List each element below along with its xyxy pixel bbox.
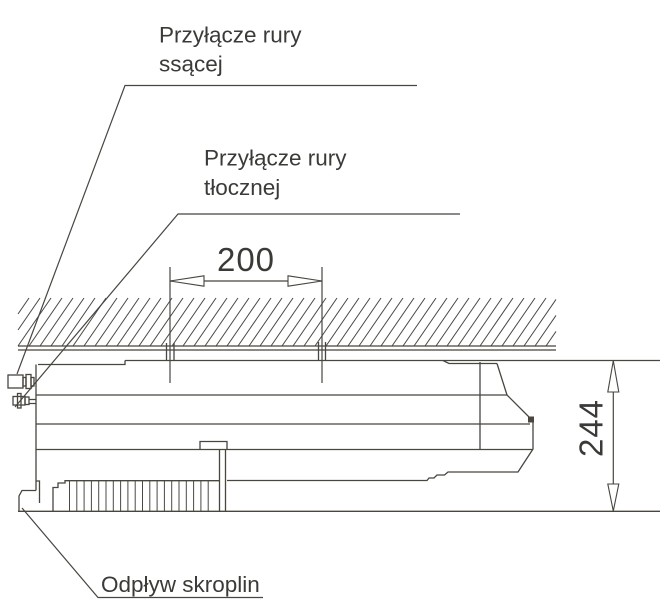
dimension-200: 200 <box>169 241 323 287</box>
decor-line <box>105 297 140 347</box>
suction-valve-body <box>7 374 24 389</box>
decor-line <box>435 297 470 347</box>
decor-line <box>259 297 294 347</box>
labels: Przyłącze rury ssącej Przyłącze rury tło… <box>101 23 347 598</box>
decor-line <box>545 331 557 347</box>
decor-line <box>292 297 327 347</box>
discharge-label-line2: tłocznej <box>204 175 280 200</box>
condensate-spout <box>18 489 36 511</box>
suction-label-line1: Przyłącze rury <box>159 23 302 48</box>
decor-line <box>116 297 151 347</box>
dimension-244-arrow-bottom <box>607 483 620 512</box>
dimension-244-value: 244 <box>573 399 610 457</box>
decor-line <box>446 297 481 347</box>
decor-line <box>402 297 437 347</box>
decor-line <box>127 297 162 347</box>
decor-line <box>512 297 547 347</box>
decor-line <box>138 297 173 347</box>
decor-line <box>270 297 305 347</box>
dimension-244-arrow-top <box>607 360 620 393</box>
ceiling-hatch <box>17 297 557 347</box>
decor-line <box>413 297 448 347</box>
unit-right-contour <box>227 363 534 482</box>
condensate-leader <box>21 507 263 599</box>
decor-line <box>39 297 74 347</box>
dimension-200-arrow-right <box>287 275 323 287</box>
panel-bump <box>199 440 228 450</box>
condensate-label: Odpływ skroplin <box>101 572 260 597</box>
unit-top-step <box>442 359 497 365</box>
air-grille <box>52 450 227 511</box>
unit-top-left-edge <box>38 360 126 366</box>
decor-line <box>182 297 217 347</box>
decor-line <box>17 297 30 315</box>
grille-slats <box>69 480 209 511</box>
discharge-label-line1: Przyłącze rury <box>204 146 347 171</box>
decor-line <box>391 297 426 347</box>
decor-line <box>358 297 393 347</box>
decor-line <box>424 297 459 347</box>
decor-line <box>457 297 492 347</box>
decor-line <box>193 297 228 347</box>
grille-frame <box>52 480 220 511</box>
decor-line <box>490 297 525 347</box>
decor-line <box>534 315 557 347</box>
suction-leader <box>16 84 417 375</box>
pipe-lines <box>165 267 327 383</box>
suction-label-line2: ssącej <box>159 52 223 77</box>
decor-line <box>83 297 118 347</box>
decor-line <box>149 297 184 347</box>
dimension-200-value: 200 <box>217 241 275 278</box>
decor-line <box>204 297 239 347</box>
unit-outline <box>18 359 660 512</box>
decor-line <box>523 299 557 347</box>
discharge-stub <box>29 398 36 405</box>
suction-pipe-fitting <box>7 373 35 390</box>
left-bottom-jog <box>36 480 41 503</box>
decor-line <box>468 297 503 347</box>
ceiling-lines <box>18 345 556 351</box>
decor-line <box>171 297 206 347</box>
decor-line <box>380 297 415 347</box>
pipe-stub-left <box>165 343 175 361</box>
decor-line <box>347 297 382 347</box>
pipe-stub-right <box>317 342 327 361</box>
grille-right-support <box>218 450 227 511</box>
decor-line <box>61 297 96 347</box>
right-contour-node <box>528 416 534 423</box>
decor-line <box>501 297 536 347</box>
decor-line <box>325 297 360 347</box>
decor-line <box>215 297 250 347</box>
decor-line <box>303 297 338 347</box>
decor-line <box>479 297 514 347</box>
suction-flange-2 <box>25 373 32 390</box>
dimension-244: 244 <box>573 360 620 512</box>
decor-line <box>17 297 52 347</box>
decor-line <box>248 297 283 347</box>
decor-line <box>28 297 63 347</box>
decor-line <box>226 297 261 347</box>
decor-line <box>94 297 129 347</box>
decor-line <box>336 297 371 347</box>
decor-line <box>281 297 316 347</box>
discharge-leader <box>14 213 460 408</box>
decor-line <box>17 297 41 331</box>
leader-lines <box>14 84 460 599</box>
discharge-collar <box>24 396 30 406</box>
decor-line <box>160 297 195 347</box>
decor-line <box>50 297 85 347</box>
decor-line <box>314 297 349 347</box>
decor-line <box>237 297 272 347</box>
decor-line <box>369 297 404 347</box>
dimension-200-arrow-left <box>169 275 205 287</box>
